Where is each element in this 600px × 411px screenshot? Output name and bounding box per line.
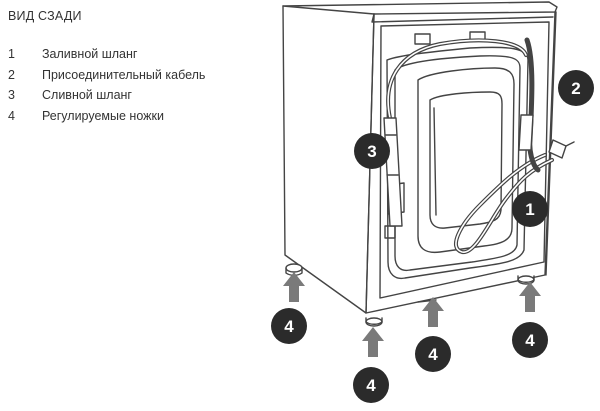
callout-number: 4 [525, 331, 535, 350]
callout-badge-2: 2 [558, 70, 594, 106]
inlet-hose [454, 139, 575, 255]
legend-number: 1 [8, 47, 15, 62]
legend-number: 3 [8, 88, 15, 103]
legend-item-power-cable: 2 Присоединительный кабель [8, 65, 205, 86]
callout-badge-4b: 4 [353, 367, 389, 403]
callout-number: 3 [367, 142, 376, 161]
arrow-up-icon [283, 272, 305, 302]
callout-badge-4a: 4 [271, 308, 307, 344]
callout-badges: 1 2 3 4 4 4 4 [271, 70, 594, 403]
callout-badge-4c: 4 [415, 336, 451, 372]
legend-item-inlet-hose: 1 Заливной шланг [8, 44, 205, 65]
arrow-up-icon [362, 327, 384, 357]
legend: 1 Заливной шланг 2 Присоединительный каб… [8, 44, 205, 126]
back-panel [379, 21, 550, 299]
legend-label: Заливной шланг [42, 47, 138, 62]
adjustable-feet [285, 263, 535, 327]
legend-label: Присоединительный кабель [42, 67, 206, 82]
arrow-up-icon [422, 297, 444, 327]
legend-number: 2 [8, 67, 15, 82]
legend-label: Регулируемые ножки [42, 108, 164, 123]
callout-number: 4 [366, 376, 376, 395]
callout-number: 4 [428, 345, 438, 364]
callout-badge-4d: 4 [512, 322, 548, 358]
legend-number: 4 [8, 108, 15, 123]
drain-hose [383, 38, 528, 227]
callout-number: 4 [284, 317, 294, 336]
callout-number: 1 [525, 200, 534, 219]
callout-badge-3: 3 [354, 133, 390, 169]
legend-label: Сливной шланг [42, 88, 132, 103]
callout-number: 2 [571, 79, 580, 98]
power-cable [518, 37, 541, 173]
legend-item-drain-hose: 3 Сливной шланг [8, 85, 205, 106]
callout-badge-1: 1 [512, 191, 548, 227]
arrow-up-icon [519, 282, 541, 312]
page-title: ВИД СЗАДИ [8, 9, 82, 23]
arrows [283, 272, 541, 357]
legend-item-adjustable-feet: 4 Регулируемые ножки [8, 106, 205, 127]
